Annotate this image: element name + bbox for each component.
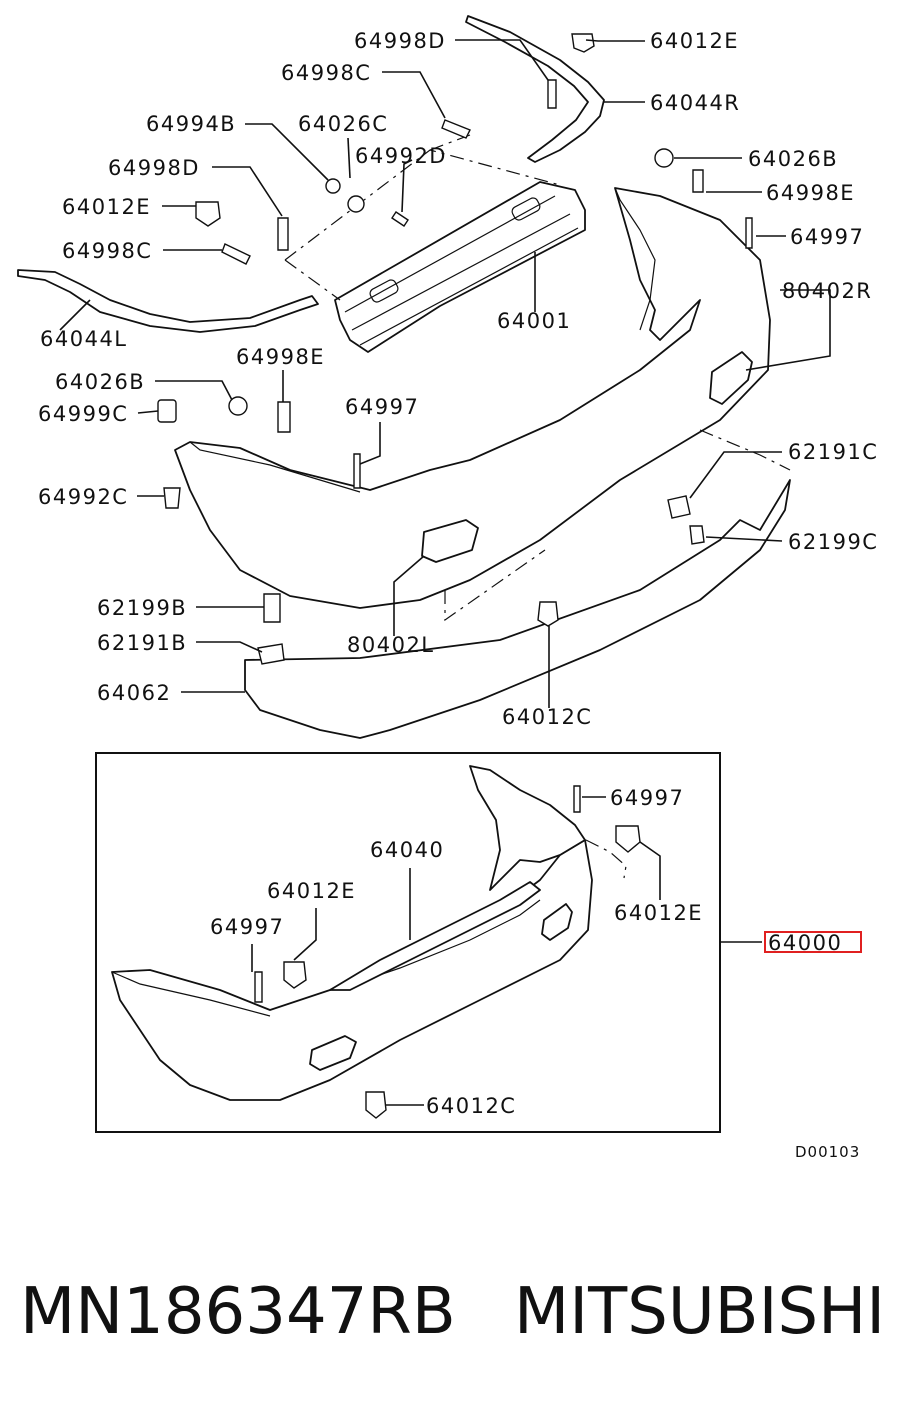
label-64998d-top: 64998D — [354, 29, 446, 53]
screw-64998c-top — [441, 119, 471, 139]
label-64000: 64000 — [768, 931, 842, 955]
reinforcement-64001 — [334, 181, 586, 353]
clip-64026c-b — [347, 195, 365, 213]
box-rivet-64997-left — [254, 971, 263, 1003]
nut-62191b — [257, 643, 285, 665]
reflector-80402l — [421, 519, 479, 563]
label-64994b: 64994B — [146, 112, 236, 136]
label-62191b: 62191B — [97, 631, 187, 655]
box-reflector-left — [309, 1035, 357, 1071]
box-rivet-64997-top — [573, 785, 581, 813]
label-64999c: 64999C — [38, 402, 128, 426]
brand-name: MITSUBISHI — [514, 1275, 886, 1349]
leader-lines-box — [251, 796, 762, 1106]
label-64044l: 64044L — [40, 327, 128, 351]
label-64001: 64001 — [497, 309, 571, 333]
label-64992c: 64992C — [38, 485, 128, 509]
label-64012e-box-left: 64012E — [267, 879, 356, 903]
label-64012c-box: 64012C — [426, 1094, 516, 1118]
label-64997-box-left: 64997 — [210, 915, 284, 939]
label-64062: 64062 — [97, 681, 171, 705]
screw-64998d-left — [277, 217, 289, 251]
reflector-80402r — [709, 351, 753, 405]
box-clip-64012c — [365, 1091, 387, 1119]
rivet-64997-mid — [353, 453, 361, 489]
label-62199b: 62199B — [97, 596, 187, 620]
label-64012e-box-right: 64012E — [614, 901, 703, 925]
label-62191c: 62191C — [788, 440, 878, 464]
label-80402l: 80402L — [347, 633, 435, 657]
garnish-64040 — [329, 881, 541, 991]
molding-64044l — [17, 269, 319, 333]
screw-64992d — [391, 211, 409, 227]
label-64012c-mid: 64012C — [502, 705, 592, 729]
clip-64999c — [157, 399, 177, 423]
label-64997-right: 64997 — [790, 225, 864, 249]
clip-64026b-right — [654, 148, 674, 168]
box-reflector-right — [541, 903, 573, 941]
label-62199c: 62199C — [788, 530, 878, 554]
nut-62191c — [667, 495, 691, 519]
label-64012e-top: 64012E — [650, 29, 739, 53]
assembled-bumper — [111, 839, 593, 1101]
box-plane — [585, 839, 627, 879]
box-clip-64012e-right — [615, 825, 641, 853]
highlight-box-64000 — [764, 931, 862, 953]
label-80402r: 80402R — [782, 279, 872, 303]
label-64026b-right: 64026B — [748, 147, 838, 171]
label-64998d-left: 64998D — [108, 156, 200, 180]
reinforcement-detail — [344, 195, 579, 346]
label-64012e-left: 64012E — [62, 195, 151, 219]
clip-64026b-left — [228, 396, 248, 416]
label-64998c-top: 64998C — [281, 61, 371, 85]
leader-lines-top — [59, 39, 831, 708]
label-64998e-mid: 64998E — [236, 345, 325, 369]
label-64997-box-top: 64997 — [610, 786, 684, 810]
clip-64012c-mid — [537, 601, 559, 627]
bumper-face-line — [189, 187, 656, 493]
clip-64012e-top — [571, 33, 595, 53]
rivet-64997-right — [745, 217, 753, 249]
screw-62199b — [263, 593, 281, 623]
screw-64998d-top — [547, 79, 557, 109]
label-64998e-right: 64998E — [766, 181, 855, 205]
label-64044r: 64044R — [650, 91, 740, 115]
label-64992d: 64992D — [355, 144, 447, 168]
screw-64998c-left — [221, 243, 251, 265]
label-64040: 64040 — [370, 838, 444, 862]
assembled-bumper-top — [469, 765, 586, 891]
reinforcement-slot — [369, 279, 399, 303]
skirt-plane — [444, 429, 791, 622]
clip-64992c — [163, 487, 181, 509]
label-64998c-left: 64998C — [62, 239, 152, 263]
label-64026b-left: 64026B — [55, 370, 145, 394]
clip-64026c — [325, 178, 341, 194]
label-64026c: 64026C — [298, 112, 388, 136]
lower-skirt-64062 — [244, 479, 791, 739]
screw-64998e-right — [692, 169, 704, 193]
label-64997-mid: 64997 — [345, 395, 419, 419]
molding-64044r — [465, 15, 605, 163]
reinforcement-slot — [511, 197, 541, 221]
box-clip-64012e-left — [283, 961, 307, 989]
bumper-face — [174, 187, 771, 609]
clip-64012e-left — [195, 201, 221, 227]
screw-62199c — [689, 525, 705, 545]
part-number: MN186347RB — [20, 1275, 456, 1349]
reference-code: D00103 — [795, 1143, 860, 1161]
screw-64998e-left — [277, 401, 291, 433]
